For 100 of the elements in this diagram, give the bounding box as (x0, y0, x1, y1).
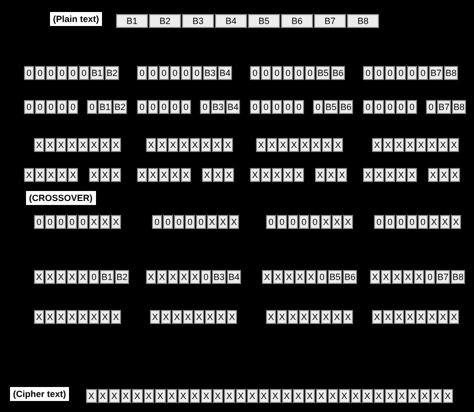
byte-cell: 0 (396, 66, 406, 80)
byte-cell: X (322, 138, 332, 152)
byte-cell: X (89, 310, 99, 324)
byte-cell: X (311, 138, 321, 152)
byte-cell: 0 (137, 100, 147, 114)
byte-cell: X (190, 138, 200, 152)
byte-cell: X (201, 389, 212, 403)
byte-cell: B7 (437, 100, 451, 114)
byte-cell: 0 (272, 66, 282, 80)
byte-cell: X (343, 215, 353, 229)
byte-cell: X (137, 168, 147, 182)
byte-cell: X (403, 270, 413, 284)
byte-cell: B5 (328, 270, 342, 284)
byte-cell: X (250, 168, 260, 182)
byte-cell: X (111, 310, 121, 324)
byte-cell: B3 (182, 14, 214, 28)
byte-cell: X (111, 215, 121, 229)
byte-cell: B4 (218, 66, 232, 80)
byte-cell: X (343, 310, 353, 324)
byte-cell: X (295, 270, 305, 284)
byte-cell: X (109, 389, 120, 403)
byte-cell: X (150, 310, 160, 324)
byte-cell: B6 (331, 66, 345, 80)
byte-cell: X (405, 310, 415, 324)
byte-cell: 0 (310, 215, 320, 229)
byte-cell: X (78, 138, 88, 152)
byte-cell: X (181, 168, 191, 182)
byte-cell: 0 (174, 215, 184, 229)
byte-cell: X (270, 389, 280, 403)
byte-cell: X (207, 215, 217, 229)
byte-cell: X (372, 138, 382, 152)
byte-cell: 0 (148, 66, 158, 80)
byte-cell: X (363, 168, 373, 182)
byte-cell: X (45, 138, 55, 152)
byte-cell: 0 (196, 215, 206, 229)
byte-cell: X (408, 389, 418, 403)
byte-cell: X (350, 389, 361, 403)
byte-cell: X (337, 168, 347, 182)
byte-cell: 0 (396, 215, 406, 229)
byte-cell: 0 (418, 66, 428, 80)
byte-cell: X (283, 168, 293, 182)
byte-cell: X (224, 389, 234, 403)
byte-cell: X (383, 310, 393, 324)
byte-cell: 0 (385, 215, 395, 229)
byte-cell: B4 (226, 100, 240, 114)
byte-cell: X (385, 389, 396, 403)
byte-cell: X (178, 389, 188, 403)
byte-cell: X (202, 168, 212, 182)
byte-cell: 0 (56, 215, 66, 229)
byte-cell: X (278, 138, 288, 152)
byte-cell: X (315, 168, 325, 182)
byte-cell: B4 (227, 270, 241, 284)
byte-cell: X (146, 138, 156, 152)
byte-cell: X (333, 138, 343, 152)
byte-cell: X (416, 310, 426, 324)
byte-cell: X (381, 270, 391, 284)
byte-cell: X (132, 389, 142, 403)
byte-cell: B1 (98, 100, 112, 114)
byte-cell: 0 (385, 66, 395, 80)
byte-cell: X (396, 389, 407, 403)
byte-cell: B3 (203, 66, 217, 80)
byte-cell: B1 (100, 270, 114, 284)
byte-cell: 0 (283, 66, 293, 80)
byte-cell: X (170, 168, 180, 182)
byte-cell: X (374, 389, 384, 403)
byte-cell: X (35, 168, 45, 182)
byte-cell: B5 (324, 100, 338, 114)
byte-cell: 0 (313, 100, 323, 114)
byte-cell: X (304, 389, 315, 403)
byte-cell: X (190, 270, 200, 284)
byte-cell: X (183, 310, 193, 324)
byte-cell: B2 (105, 66, 119, 80)
byte-cell: X (362, 389, 372, 403)
byte-cell: 0 (250, 66, 260, 80)
byte-cell: X (261, 168, 271, 182)
byte-cell: X (34, 270, 44, 284)
byte-cell: X (416, 138, 426, 152)
byte-cell: 0 (277, 215, 287, 229)
byte-cell: X (67, 310, 77, 324)
byte-cell: 0 (294, 66, 304, 80)
byte-cell: 0 (87, 100, 97, 114)
byte-cell: X (450, 168, 460, 182)
byte-cell: 0 (200, 100, 210, 114)
byte-cell: X (282, 389, 292, 403)
byte-cell: X (289, 138, 299, 152)
byte-cell: 0 (67, 215, 77, 229)
byte-cell: X (194, 310, 204, 324)
byte-cell: X (266, 310, 276, 324)
byte-cell: X (111, 168, 121, 182)
byte-cell: X (223, 138, 233, 152)
byte-cell: X (146, 270, 156, 284)
byte-cell: 0 (35, 66, 45, 80)
byte-cell: X (100, 168, 110, 182)
byte-cell: X (67, 270, 77, 284)
byte-cell: X (339, 389, 350, 403)
byte-cell: B1 (116, 14, 148, 28)
byte-cell: X (111, 138, 121, 152)
byte-cell: 0 (283, 100, 293, 114)
byte-cell: 0 (363, 66, 373, 80)
byte-cell: 0 (68, 66, 78, 80)
